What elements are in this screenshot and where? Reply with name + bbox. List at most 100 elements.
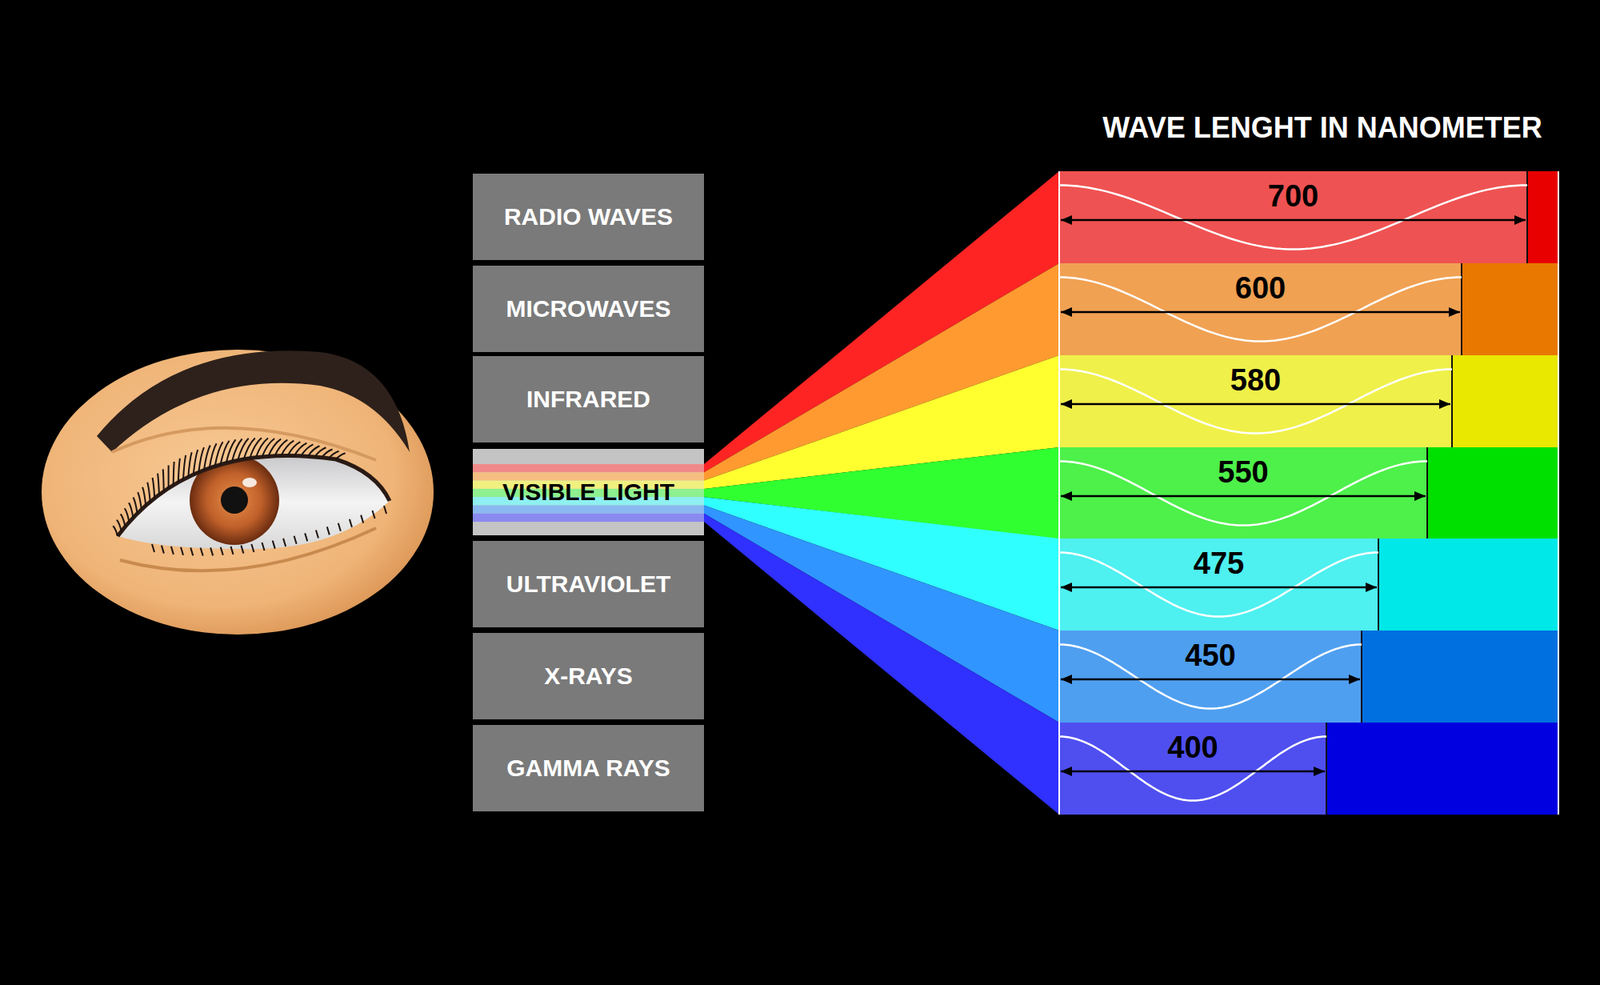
dimension-line: [1060, 678, 1360, 681]
lash: [120, 513, 126, 527]
lower-lash: [327, 526, 330, 535]
highlight: [242, 477, 257, 488]
visible-stripes: [472, 448, 704, 536]
dimension-line: [1060, 586, 1377, 589]
arrowhead: [1060, 766, 1072, 776]
band-label: RADIO WAVES: [504, 203, 673, 231]
lower-lash: [171, 546, 174, 555]
band-label: X-RAYS: [544, 662, 633, 690]
spectrum-box: RADIO WAVES: [472, 173, 704, 260]
lash: [162, 468, 165, 492]
lash: [116, 520, 122, 532]
lower-lash: [338, 523, 341, 532]
arrowhead: [1348, 674, 1360, 684]
arrowhead: [1060, 307, 1072, 317]
upper-lid: [117, 455, 390, 536]
panel-edge: [1058, 171, 1060, 815]
band-label: INFRARED: [526, 385, 651, 413]
pupil: [220, 486, 248, 514]
arrowhead: [1060, 582, 1072, 592]
lash: [112, 525, 118, 536]
lower-lash: [161, 545, 164, 554]
spectrum-box: X-RAYS: [472, 632, 704, 720]
band-label: GAMMA RAYS: [506, 754, 670, 782]
arrowhead: [1414, 491, 1426, 501]
stripe: [472, 464, 704, 472]
arrowhead: [1439, 399, 1451, 409]
lash: [178, 458, 180, 483]
lower-lash: [294, 536, 297, 544]
lower-lash: [251, 544, 254, 552]
band-label: ULTRAVIOLET: [506, 570, 672, 598]
spectrum-box: ULTRAVIOLET: [472, 540, 704, 628]
lash: [226, 439, 236, 463]
lash: [152, 477, 156, 499]
bar-dark: [1452, 355, 1559, 448]
lash: [142, 487, 146, 506]
wavelength-bar: 700: [1059, 171, 1559, 264]
wavelength-bar: 400: [1059, 722, 1559, 815]
lower-lash: [210, 547, 213, 556]
arrowhead: [1514, 215, 1526, 225]
lash: [168, 465, 170, 489]
lower-lash: [220, 547, 224, 556]
lower-lash: [262, 542, 265, 551]
visible-ground: [472, 448, 704, 536]
bar-light: [1059, 538, 1379, 631]
wavelength-value: 400: [1160, 731, 1224, 765]
bar-dark: [1527, 171, 1559, 264]
eyelashes: [112, 437, 387, 556]
spectrum-box: INFRARED: [472, 356, 704, 443]
lash: [300, 444, 313, 456]
fan-band: [704, 505, 1060, 724]
arrowhead: [1365, 582, 1377, 592]
wavelength-bar: 580: [1059, 355, 1559, 448]
bar-dark: [1361, 630, 1559, 723]
dimension-line: [1060, 770, 1325, 773]
bar-light: [1059, 355, 1452, 448]
dimension-line: [1060, 219, 1526, 222]
lower-lash: [283, 538, 286, 547]
lash: [173, 461, 175, 485]
bar-dark: [1461, 263, 1559, 356]
wavelength-value: 450: [1178, 639, 1242, 673]
band-label: VISIBLE LIGHT: [502, 478, 675, 506]
lower-lash: [272, 540, 276, 549]
eye-illustration: [41, 349, 434, 635]
wavelength-value: 580: [1224, 364, 1288, 398]
arrowhead: [1060, 399, 1072, 409]
lash: [198, 447, 204, 472]
wavelength-value: 600: [1228, 272, 1292, 306]
bar-dark: [1378, 538, 1559, 631]
lower-lash: [360, 515, 364, 524]
lash: [137, 492, 142, 510]
wavelength-value: 550: [1211, 456, 1275, 490]
lash: [294, 443, 307, 456]
lower-lash: [372, 510, 376, 519]
wavelength-bar: 450: [1059, 630, 1559, 723]
lower-lash: [384, 505, 387, 514]
lash: [308, 445, 320, 456]
visible-light-band: VISIBLE LIGHT: [472, 448, 704, 536]
stripe: [472, 505, 704, 514]
arrowhead: [1060, 215, 1072, 225]
lower-lash: [200, 548, 204, 556]
lash: [183, 455, 186, 480]
wavelength-value: 475: [1187, 547, 1251, 581]
bar-light: [1059, 171, 1528, 264]
spectrum-box: GAMMA RAYS: [472, 724, 704, 812]
fan-band: [704, 513, 1060, 815]
bar-dark: [1427, 447, 1559, 540]
diagram-title: WAVE LENGHT IN NANOMETER: [1102, 111, 1542, 145]
bar-light: [1059, 630, 1362, 723]
lash: [128, 502, 133, 518]
spectrum-fan: [704, 171, 1060, 815]
dimension-line: [1060, 403, 1451, 406]
skin: [41, 349, 434, 635]
wavelength-bars: [1059, 171, 1559, 815]
lash: [193, 449, 198, 475]
eyebrow: [96, 350, 410, 452]
upper-lid-crease: [112, 428, 376, 460]
dimension-line: [1060, 311, 1460, 314]
arrowhead: [1060, 491, 1072, 501]
